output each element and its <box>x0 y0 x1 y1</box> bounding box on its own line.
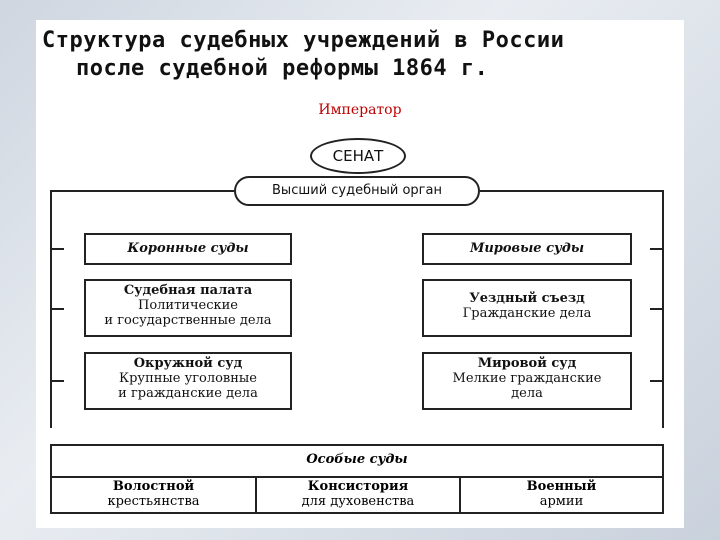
special-court-volost: Волостной крестьянства <box>52 476 255 512</box>
special-court-consistory: Консистория для духовенства <box>257 476 459 512</box>
emperor-label: Император <box>318 102 402 118</box>
special-court-desc: крестьянства <box>107 494 200 509</box>
special-courts-table: Особые суды Волостной крестьянства Конси… <box>50 444 664 514</box>
court-desc: Гражданские дела <box>462 306 592 321</box>
slide: Структура судебных учреждений в России п… <box>36 20 684 528</box>
special-court-name: Консистория <box>307 479 409 494</box>
title-line-2: после судебной реформы 1864 г. <box>76 56 489 81</box>
connector-stub <box>50 308 64 310</box>
court-box-judicial-chamber: Судебная палата Политические и государст… <box>84 279 292 337</box>
crown-courts-header: Коронные суды <box>84 233 292 265</box>
connector-stub <box>50 380 64 382</box>
connector-top-horizontal-right <box>480 190 664 192</box>
court-name: Уездный съезд <box>469 291 585 306</box>
court-name: Мировой суд <box>477 356 577 371</box>
table-divider <box>459 476 461 512</box>
table-divider <box>255 476 257 512</box>
court-name: Судебная палата <box>123 283 253 298</box>
special-court-name: Военный <box>526 479 597 494</box>
special-court-military: Военный армии <box>461 476 662 512</box>
connector-stub <box>650 308 664 310</box>
special-court-desc: для духовенства <box>301 494 415 509</box>
court-name: Окружной суд <box>133 356 243 371</box>
special-court-name: Волостной <box>112 479 195 494</box>
connector-stub <box>650 248 664 250</box>
connector-stub <box>50 248 64 250</box>
special-courts-header: Особые суды <box>52 446 662 478</box>
court-desc: и государственные дела <box>104 313 272 328</box>
court-box-district-court: Окружной суд Крупные уголовные и граждан… <box>84 352 292 410</box>
court-desc: Мелкие гражданские <box>452 371 602 386</box>
court-desc: дела <box>511 386 543 401</box>
connector-top-horizontal <box>50 190 234 192</box>
special-court-desc: армии <box>539 494 584 509</box>
court-desc: Политические <box>138 298 238 313</box>
senate-node: СЕНАТ <box>310 138 406 174</box>
court-desc: и гражданские дела <box>118 386 258 401</box>
court-box-district-congress: Уездный съезд Гражданские дела <box>422 279 632 337</box>
supreme-organ-node: Высший судебный орган <box>234 176 480 206</box>
connector-stub <box>650 380 664 382</box>
magistrate-courts-header: Мировые суды <box>422 233 632 265</box>
court-box-magistrate-court: Мировой суд Мелкие гражданские дела <box>422 352 632 410</box>
court-desc: Крупные уголовные <box>119 371 257 386</box>
title-line-1: Структура судебных учреждений в России <box>42 28 565 53</box>
